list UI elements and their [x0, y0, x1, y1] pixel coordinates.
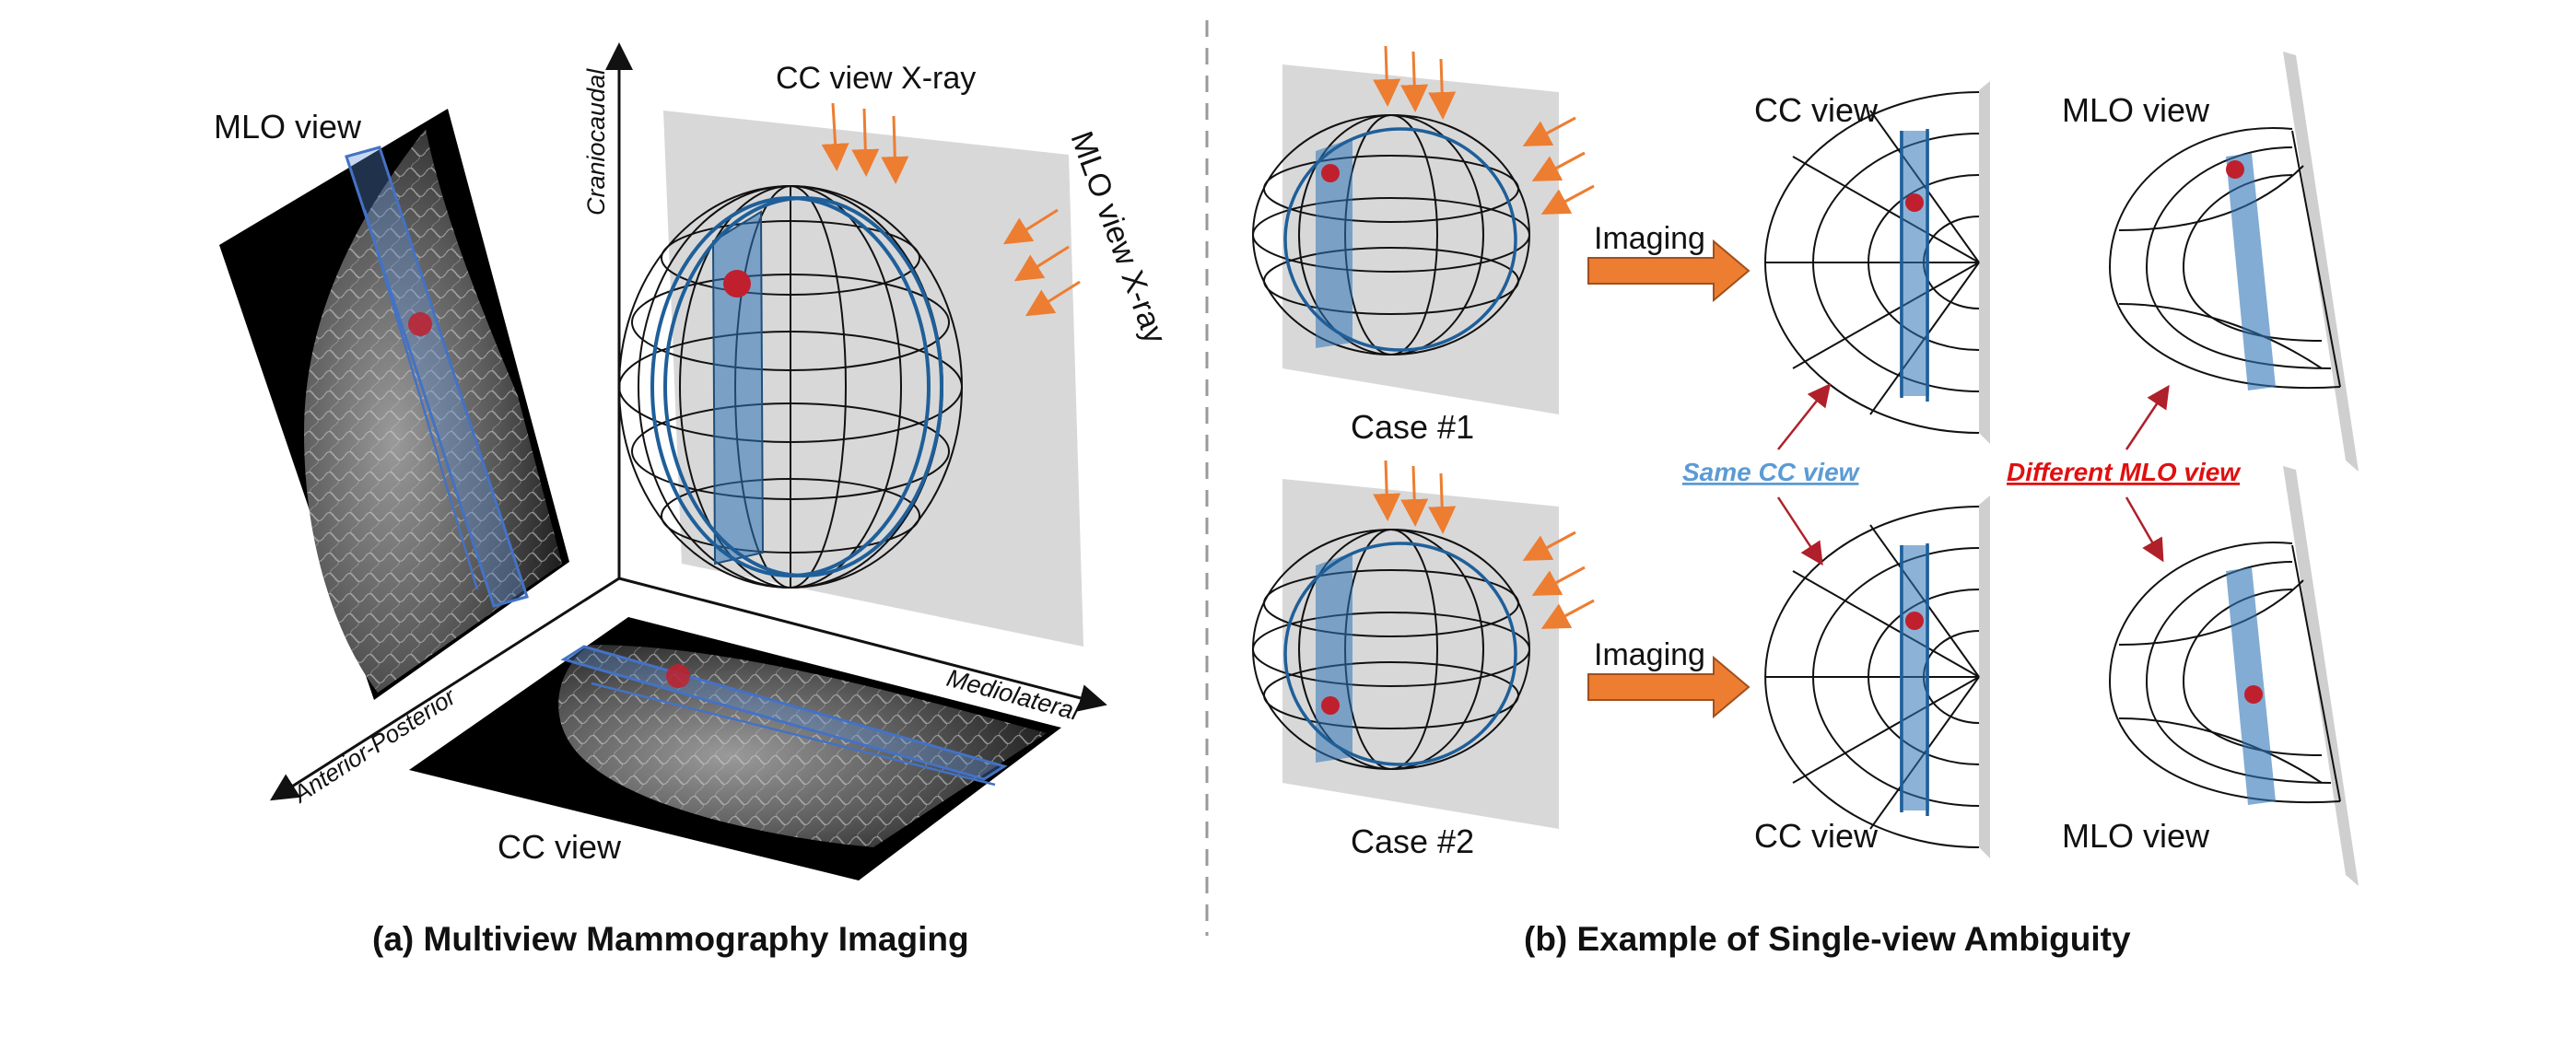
panel-b-caption: (b) Example of Single-view Ambiguity — [1524, 920, 2131, 958]
cc-view-label: CC view — [498, 828, 622, 866]
panel-a: MLO view CC view X-ray MLO view X-ray Cr… — [214, 42, 1173, 958]
mlo-view-label: MLO view — [214, 108, 362, 146]
case1-breast — [1252, 45, 1595, 414]
imaging-arrow-2 — [1587, 655, 1751, 719]
mlo-projection-band — [345, 146, 529, 608]
cc-view-bottom-label: CC view — [1754, 817, 1879, 855]
3d-lesion — [723, 270, 751, 297]
mlo-xray-arrows — [1002, 208, 1081, 317]
mlo-view-top-label: MLO view — [2062, 91, 2210, 129]
case2-breast — [1252, 460, 1595, 829]
cc-mammogram — [409, 617, 1061, 880]
mlo-view-bottom — [2108, 466, 2359, 886]
different-mlo-note: Different MLO view — [2007, 458, 2242, 486]
mlo-view-bottom-label: MLO view — [2062, 817, 2210, 855]
panel-b: Case #1 Case #2 — [1252, 45, 2359, 958]
mlo-xray-label: MLO view X-ray — [1063, 127, 1172, 348]
cc-view-top-label: CC view — [1754, 91, 1879, 129]
case2-label: Case #2 — [1351, 822, 1474, 860]
case1-label: Case #1 — [1351, 408, 1474, 446]
mlo-lesion — [408, 312, 432, 336]
cc-xray-arrows — [821, 102, 909, 184]
cc-view-top — [1764, 81, 1990, 444]
breast-band-3d — [650, 196, 943, 577]
imaging-arrow-1 — [1587, 239, 1751, 303]
cc-xray-label: CC view X-ray — [776, 61, 976, 96]
cc-lesion — [666, 664, 690, 688]
note-pointer-arrows — [1776, 383, 2170, 566]
panel-a-caption: (a) Multiview Mammography Imaging — [372, 920, 969, 958]
mlo-detector-plane — [663, 111, 1083, 647]
mlo-mammogram — [219, 109, 569, 700]
imaging-label-2: Imaging — [1594, 637, 1705, 672]
mlo-breast-tissue — [304, 129, 562, 693]
mlo-view-top — [2108, 52, 2359, 472]
same-cc-note: Same CC view — [1682, 458, 1861, 486]
axis-craniocaudal-label: Craniocaudal — [582, 68, 610, 216]
3d-axes — [269, 42, 1107, 801]
axis-anterior-posterior-label: Anterior-Posterior — [287, 682, 462, 809]
cc-view-bottom — [1764, 496, 1990, 858]
imaging-label-1: Imaging — [1594, 221, 1705, 256]
